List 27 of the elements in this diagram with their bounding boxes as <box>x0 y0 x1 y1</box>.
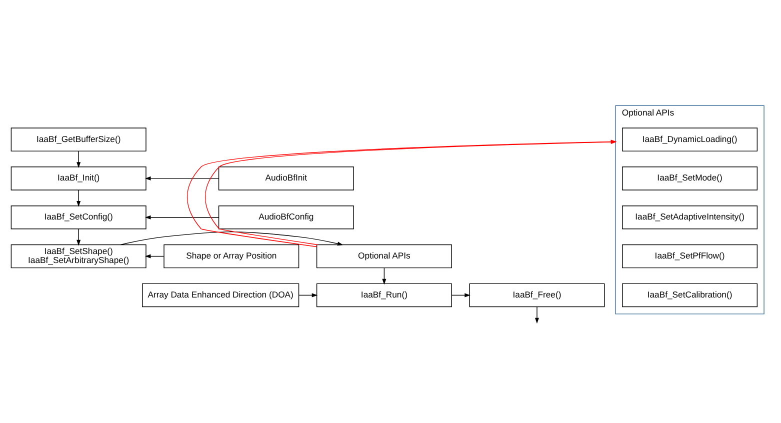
arrow <box>534 306 540 324</box>
node-box: Shape or Array Position <box>164 244 300 268</box>
node-box: IaaBf_SetConfig() <box>10 205 146 230</box>
node-box: IaaBf_SetMode() <box>622 166 758 190</box>
node-box: IaaBf_Free() <box>469 283 605 308</box>
node-box: IaaBf_SetAdaptiveIntensity() <box>622 205 758 230</box>
node-box: IaaBf_Init() <box>10 166 146 190</box>
arrow <box>120 231 344 246</box>
node-box: Optional APIs <box>316 244 452 268</box>
arrow <box>76 228 81 246</box>
node-box: Array Data Enhanced Direction (DOA) <box>142 283 300 308</box>
node-box: IaaBf_SetPfFlow() <box>622 244 758 268</box>
node-box: IaaBf_SetCalibration() <box>622 283 758 308</box>
arrow <box>298 293 318 298</box>
node-box: IaaBf_SetShape() IaaBf_SetArbitraryShape() <box>10 244 146 268</box>
arrow <box>451 293 470 298</box>
node-box: IaaBf_GetBufferSize() <box>10 128 146 152</box>
arrow <box>144 254 164 258</box>
arrow <box>76 150 81 168</box>
arrow <box>145 215 219 220</box>
arrow <box>382 268 386 285</box>
node-box: AudioBfInit <box>218 166 354 190</box>
node-box: IaaBf_DynamicLoading() <box>622 128 758 152</box>
node-box: AudioBfConfig <box>218 205 354 230</box>
arrow <box>76 190 81 207</box>
arrow <box>145 176 219 180</box>
node-box: IaaBf_Run() <box>316 283 452 308</box>
